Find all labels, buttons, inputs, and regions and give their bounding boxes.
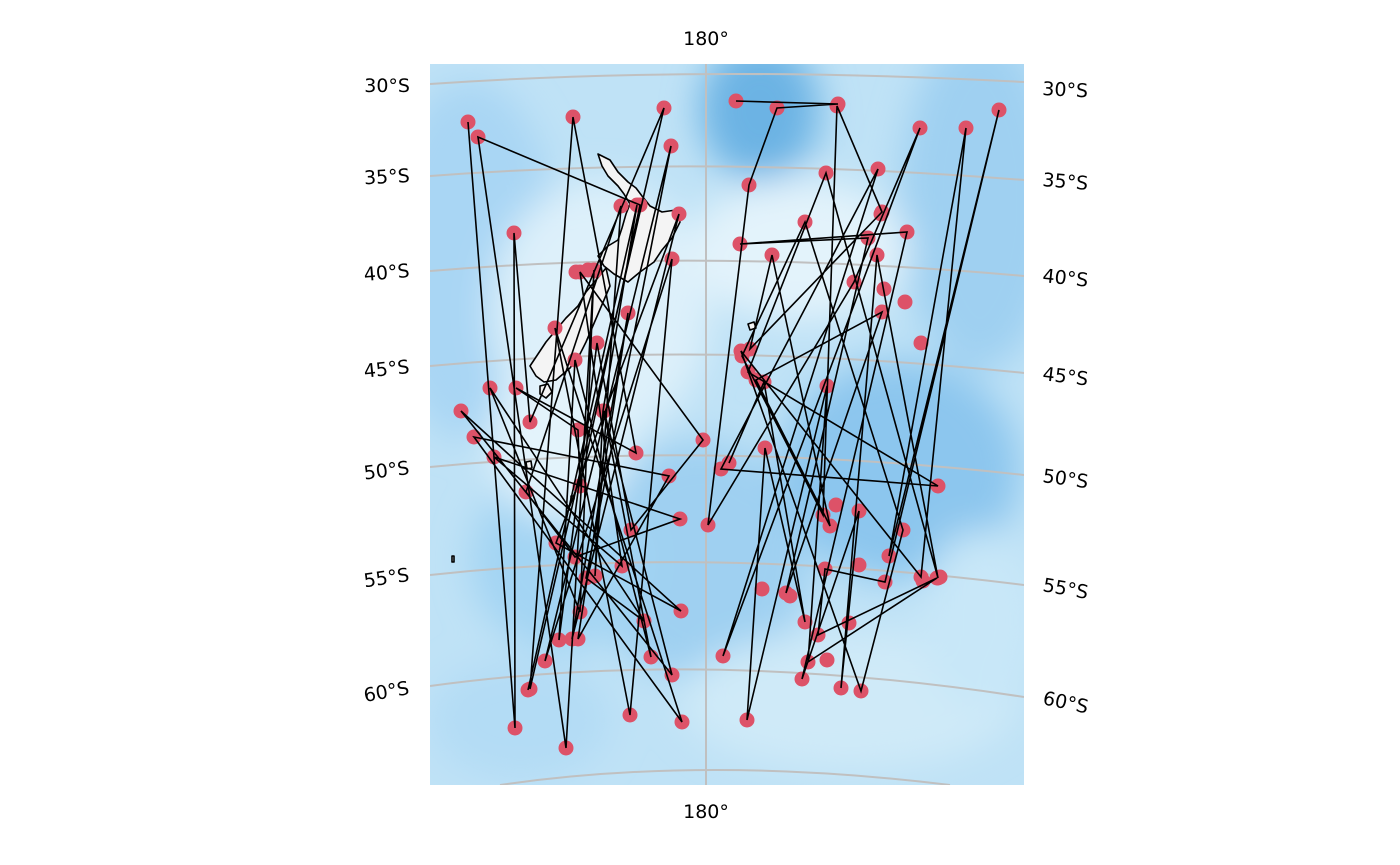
lat-label-left-55s: 55°S	[362, 564, 410, 592]
lat-label-left-45s: 45°S	[363, 356, 411, 383]
auckland-islands	[525, 460, 533, 470]
track-point	[819, 652, 835, 668]
lat-label-right-60s: 60°S	[1041, 687, 1090, 718]
lat-label-right-30s: 30°S	[1042, 78, 1089, 102]
track-line-east	[707, 100, 1000, 721]
track-point	[828, 497, 844, 513]
south-island	[529, 267, 611, 383]
map-panel	[430, 64, 1024, 785]
track-lines	[460, 100, 1000, 749]
lon-label-top: 180°	[683, 28, 729, 50]
lat-label-left-35s: 35°S	[363, 165, 410, 189]
track-point	[897, 294, 913, 310]
track-point	[913, 335, 929, 351]
axis-labels: 180° 180° 30°S 35°S 40°S 45°S 50°S 55°S …	[362, 28, 1090, 823]
lat-label-left-40s: 40°S	[363, 260, 410, 286]
lat-label-right-50s: 50°S	[1041, 465, 1089, 493]
track-point	[851, 557, 867, 573]
track-point	[932, 569, 948, 585]
lon-label-bottom: 180°	[683, 801, 729, 823]
lat-label-left-30s: 30°S	[364, 75, 410, 97]
track-point	[782, 588, 798, 604]
graticule	[430, 64, 1024, 785]
lat-label-left-50s: 50°S	[363, 457, 411, 484]
lat-label-left-60s: 60°S	[362, 677, 411, 707]
macquarie-island	[451, 555, 455, 563]
lat-label-right-35s: 35°S	[1042, 169, 1089, 195]
lat-label-right-40s: 40°S	[1041, 265, 1089, 292]
track-point	[841, 615, 857, 631]
lat-label-right-45s: 45°S	[1041, 363, 1089, 390]
track-point	[754, 581, 770, 597]
lat-label-right-55s: 55°S	[1041, 574, 1090, 604]
track-line-west	[460, 107, 705, 749]
